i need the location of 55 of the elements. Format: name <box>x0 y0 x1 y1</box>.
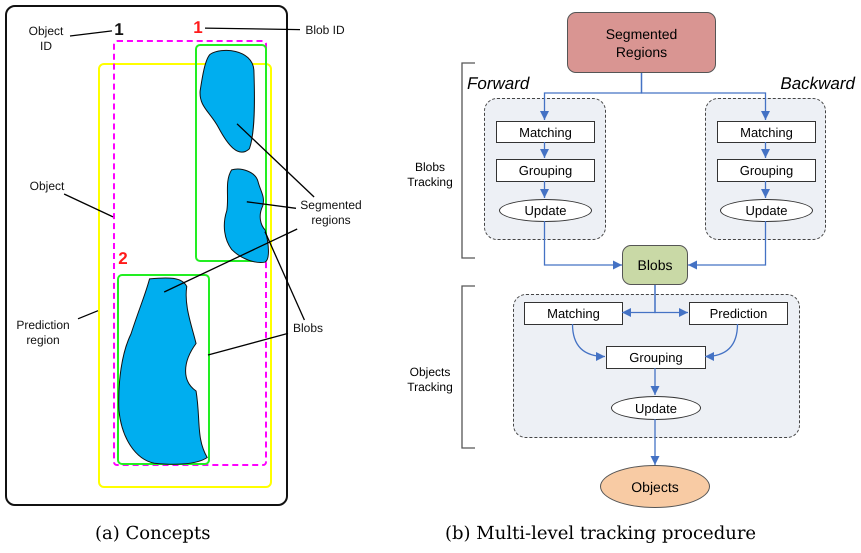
callout-label: Prediction region <box>8 317 78 349</box>
segmented-region-shape <box>199 49 255 154</box>
process-box: Matching <box>524 302 623 325</box>
process-box: Grouping <box>606 346 706 369</box>
arrow <box>540 181 550 198</box>
prediction-region-outline <box>98 63 272 488</box>
object-dashed-outline <box>113 40 267 466</box>
leader-line <box>264 231 305 320</box>
process-box: Matching <box>717 121 816 143</box>
arrow <box>688 221 766 270</box>
bracket-label: Objects Tracking <box>406 365 454 395</box>
process-ellipse: Update <box>499 199 592 222</box>
arrow <box>760 181 770 198</box>
arrow <box>650 368 660 395</box>
leader-line <box>246 201 296 209</box>
leader-line <box>204 27 300 30</box>
arrow <box>704 324 738 361</box>
blob-id-number: 2 <box>115 248 131 270</box>
leader-line <box>64 193 114 218</box>
process-ellipse: Update <box>611 396 701 420</box>
process-box: Grouping <box>717 159 816 182</box>
process-box: Blobs <box>622 245 688 285</box>
group-heading: Forward <box>467 74 530 94</box>
process-box: Prediction <box>689 302 788 325</box>
callout-label: Blob ID <box>300 22 350 38</box>
object-id-number: 1 <box>112 20 126 40</box>
arrow <box>650 419 660 465</box>
blob-bounding-box <box>195 44 267 262</box>
leader-line <box>78 310 98 320</box>
arrow <box>640 73 770 120</box>
arrow <box>544 221 622 270</box>
figure-caption: (b) Multi-level tracking procedure <box>445 523 756 544</box>
leader-line <box>236 123 315 198</box>
end-ellipse: Objects <box>600 465 710 508</box>
arrow <box>540 142 550 158</box>
leader-line <box>164 228 298 293</box>
segmented-region-shape <box>222 167 270 264</box>
arrow <box>572 324 606 361</box>
arrow <box>654 285 688 318</box>
callout-label: Object ID <box>22 22 70 56</box>
group-box <box>513 294 800 438</box>
leader-line <box>208 332 288 356</box>
callout-label: Object <box>26 178 68 194</box>
callout-label: Blobs <box>288 320 328 336</box>
leader-line <box>70 30 112 37</box>
group-heading: Backward <box>780 74 855 94</box>
bracket-label: Blobs Tracking <box>406 160 454 190</box>
start-box: Segmented Regions <box>567 12 716 73</box>
arrow <box>760 142 770 158</box>
figure-caption: (a) Concepts <box>95 523 210 544</box>
blob-id-number: 1 <box>191 18 205 38</box>
process-box: Grouping <box>496 159 595 182</box>
process-ellipse: Update <box>720 199 813 222</box>
process-box: Matching <box>496 121 595 143</box>
callout-label: Segmented regions <box>296 197 366 229</box>
